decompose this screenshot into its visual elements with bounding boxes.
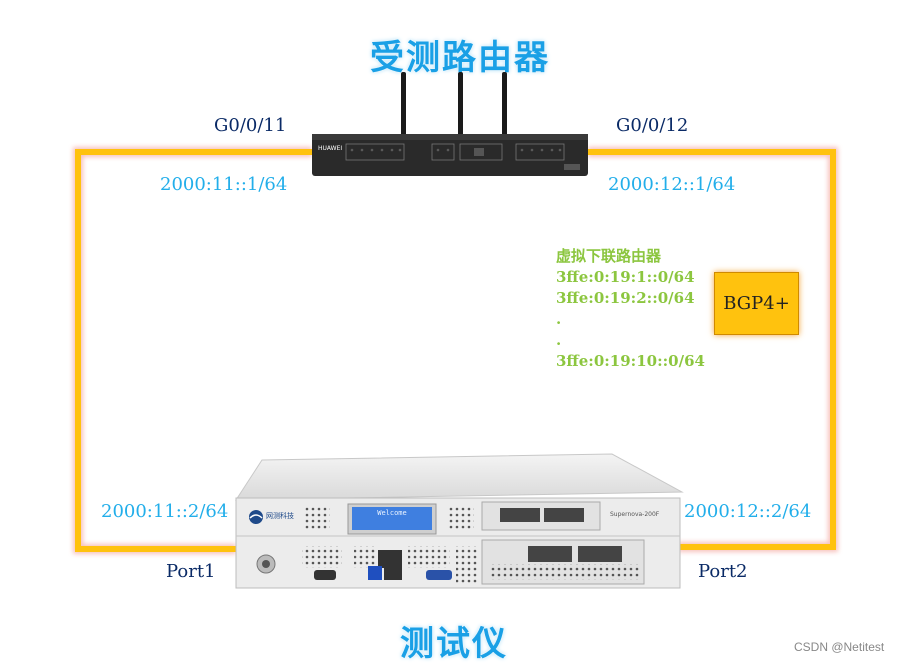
tester-port1-ip: 2000:11::2/64 xyxy=(101,501,229,522)
bgp-box: BGP4+ xyxy=(714,272,799,335)
right-link xyxy=(588,147,838,552)
virtual-prefix-2: 3ffe:0:19:2::0/64 xyxy=(556,289,695,307)
left-link xyxy=(73,147,312,554)
tester-port2-ip: 2000:12::2/64 xyxy=(684,501,812,522)
antenna-icon xyxy=(401,72,507,138)
virtual-routers-block: 虚拟下联路由器 3ffe:0:19:1::0/64 3ffe:0:19:2::0… xyxy=(556,246,705,372)
virtual-ellipsis-2: . xyxy=(556,331,562,349)
tester-model: Supernova-200F xyxy=(610,511,660,518)
router-ip-left: 2000:11::1/64 xyxy=(160,174,288,195)
virtual-ellipsis-1: . xyxy=(556,310,562,328)
serial-port-icon xyxy=(314,570,336,580)
usb-ethernet-ports-icon xyxy=(368,550,402,580)
router-port-right-label: G0/0/12 xyxy=(616,115,689,136)
router-port-left-label: G0/0/11 xyxy=(214,115,287,136)
virtual-prefix-1: 3ffe:0:19:1::0/64 xyxy=(556,268,695,286)
watermark: CSDN @Netitest xyxy=(794,640,885,654)
virtual-routers-title: 虚拟下联路由器 xyxy=(556,247,662,265)
tester-device: 网测科技 Welcome Supernova-200F xyxy=(235,453,684,589)
router-ip-right: 2000:12::1/64 xyxy=(608,174,736,195)
tester-lcd-text: Welcome xyxy=(377,509,407,517)
tester-port1-label: Port1 xyxy=(166,561,216,582)
tester-title: 测试仪 xyxy=(400,624,508,664)
tester-brand: 网测科技 xyxy=(266,511,294,520)
power-button-icon xyxy=(256,554,276,574)
tester-logo-icon xyxy=(249,510,263,524)
virtual-prefix-10: 3ffe:0:19:10::0/64 xyxy=(556,352,705,370)
router-brand: HUAWEI xyxy=(318,145,342,152)
tester-port2-label: Port2 xyxy=(698,561,748,582)
vga-port-icon xyxy=(426,570,452,580)
router-device: HUAWEI xyxy=(312,72,588,176)
router-title: 受测路由器 xyxy=(370,38,550,78)
